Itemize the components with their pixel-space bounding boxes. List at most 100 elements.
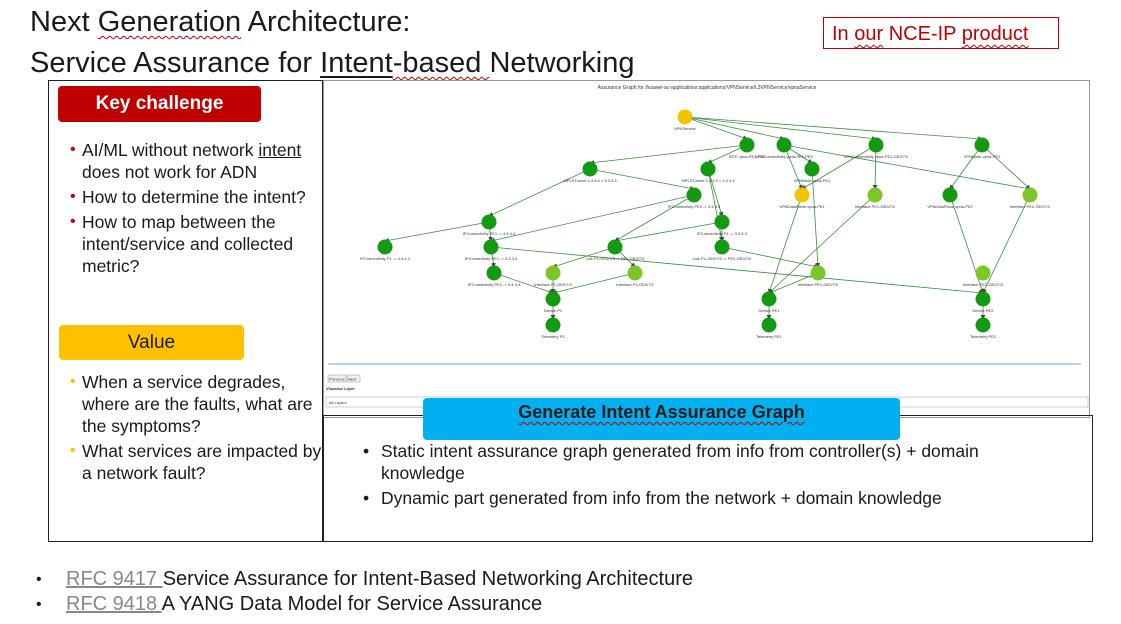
list-item: Dynamic part generated from info from th…: [363, 487, 1063, 509]
graph-node[interactable]: [582, 161, 598, 177]
graph-node-label: VPNNode vpna-PE2: [964, 154, 1001, 159]
graph-node[interactable]: [867, 187, 883, 203]
graph-node[interactable]: [377, 239, 393, 255]
graph-edge: [707, 168, 724, 217]
graph-node[interactable]: [714, 214, 730, 230]
graph-node[interactable]: [714, 239, 730, 255]
left-panel: [48, 80, 323, 542]
next-button[interactable]: [346, 374, 361, 383]
graph-node[interactable]: [1022, 187, 1038, 203]
title-text: Networking: [489, 47, 635, 79]
graph-node[interactable]: [607, 239, 623, 255]
list-item: What services are impacted by a network …: [70, 440, 322, 484]
graph-node-label: MPLSTunnel 3.3.3.3 > 4.4.4.4: [681, 178, 735, 183]
graph-node[interactable]: [761, 291, 777, 307]
product-tag-text: NCE-IP: [883, 23, 962, 45]
bullet-text: does not work for ADN: [82, 162, 258, 182]
generate-title-text: Generate Intent Assurance Graph: [518, 402, 805, 422]
graph-edge: [552, 272, 636, 295]
graph-edge: [982, 194, 1031, 294]
graph-node-label: IPConnectivity PE2 -> 3.3.3.3: [668, 204, 721, 209]
graph-edge: [981, 144, 1031, 190]
graph-node-label: VPNNode vpna-PE1: [794, 178, 831, 183]
graph-node[interactable]: [545, 291, 561, 307]
graph-node-label: Interface PE1-GE0/7/2: [855, 204, 896, 209]
graph-node[interactable]: [486, 265, 502, 281]
list-item: AI/ML without network intent does not wo…: [70, 139, 317, 183]
graph-node-label: Device PE2: [973, 308, 995, 313]
graph-node-label: Telemetry P1: [541, 334, 565, 339]
generate-bullets: Static intent assurance graph generated …: [363, 440, 1063, 512]
graph-node[interactable]: [804, 161, 820, 177]
key-challenge-list: AI/ML without network intent does not wo…: [70, 139, 317, 280]
list-item: When a service degrades, where are the f…: [70, 371, 322, 437]
graph-node-label: Link P1-GE0/7/2 -> PE2-GE0/7/2: [693, 256, 753, 261]
graph-node-label: Device PE1: [759, 308, 781, 313]
product-tag: In our NCE-IP product: [823, 17, 1059, 49]
graph-node-label: Interface P1-GE0/7/2: [616, 282, 654, 287]
graph-node-label: Interface PE2-GE0/7/2: [1010, 204, 1051, 209]
graph-node[interactable]: [975, 291, 991, 307]
title-text: Architecture:: [241, 6, 411, 38]
graph-edge: [768, 194, 803, 294]
graph-edge: [552, 246, 616, 269]
graph-edge: [768, 194, 876, 294]
key-challenge-label: Key challenge: [58, 86, 261, 122]
graph-edge: [721, 246, 819, 269]
graph-edge: [684, 116, 748, 140]
previous-label: Previous: [329, 377, 345, 382]
graph-node[interactable]: [810, 265, 826, 281]
reference-item: RFC 9418 A YANG Data Model for Service A…: [36, 592, 693, 617]
graph-node[interactable]: [975, 317, 991, 333]
graph-node-label: Link P1-GE0/7/3 -> PE1-GE0/7/3: [586, 256, 646, 261]
rfc-9417-link[interactable]: RFC 9417: [66, 568, 163, 590]
graph-node[interactable]: [942, 187, 958, 203]
graph-node-label: Telemetry PE2: [970, 334, 997, 339]
previous-button[interactable]: [327, 374, 347, 383]
graph-edge: [684, 116, 877, 141]
reference-text: Service Assurance for Intent-Based Netwo…: [162, 568, 693, 590]
title-text: Intent: [320, 47, 393, 79]
graph-node[interactable]: [483, 239, 499, 255]
graph-node[interactable]: [975, 265, 991, 281]
graph-node-label: Interface PE1-GE0/7/3: [798, 282, 839, 287]
assurance-graph: Assurance Graph for /huawei-ac-applicati…: [325, 85, 1089, 408]
graph-node[interactable]: [686, 187, 702, 203]
next-label: Next: [348, 377, 357, 382]
graph-edge: [684, 116, 785, 141]
graph-edge: [614, 194, 695, 242]
reference-text: A YANG Data Model for Service Assurance: [161, 593, 543, 615]
graph-edge: [811, 168, 821, 268]
graph-header: Assurance Graph for /huawei-ac-applicati…: [598, 85, 817, 91]
slide-title-line-2: Service Assurance for Intent-based Netwo…: [30, 44, 635, 82]
graph-node[interactable]: [627, 265, 643, 281]
graph-node[interactable]: [700, 161, 716, 177]
graph-edge: [490, 246, 984, 296]
graph-node[interactable]: [794, 187, 810, 203]
product-tag-text: product: [961, 23, 1029, 45]
graph-node[interactable]: [545, 265, 561, 281]
graph-node[interactable]: [776, 137, 792, 153]
graph-node[interactable]: [974, 137, 990, 153]
graph-node[interactable]: [868, 137, 884, 153]
graph-edge: [490, 194, 695, 243]
graph-node-label: Interface PE2-GE0/7/3: [963, 282, 1004, 287]
graph-node[interactable]: [677, 109, 693, 125]
graph-node[interactable]: [739, 137, 755, 153]
graph-edge: [488, 168, 591, 217]
graph-node-label: VPNDataPlane vpna-PE2: [927, 204, 973, 209]
title-text: -based: [392, 47, 490, 79]
graph-edge: [614, 221, 723, 243]
graph-node[interactable]: [761, 317, 777, 333]
rfc-9418-link[interactable]: RFC 9418: [66, 593, 162, 615]
graph-node[interactable]: [545, 317, 561, 333]
graph-edge: [949, 144, 983, 190]
graph-edges: [384, 116, 1031, 320]
graph-edge: [783, 144, 803, 190]
value-label: Value: [59, 325, 244, 360]
list-item: How to determine the intent?: [70, 186, 317, 208]
graph-node-label: Device P1: [544, 308, 563, 313]
slide-title-line-1: Next Generation Architecture:: [30, 3, 410, 41]
graph-node[interactable]: [481, 214, 497, 230]
